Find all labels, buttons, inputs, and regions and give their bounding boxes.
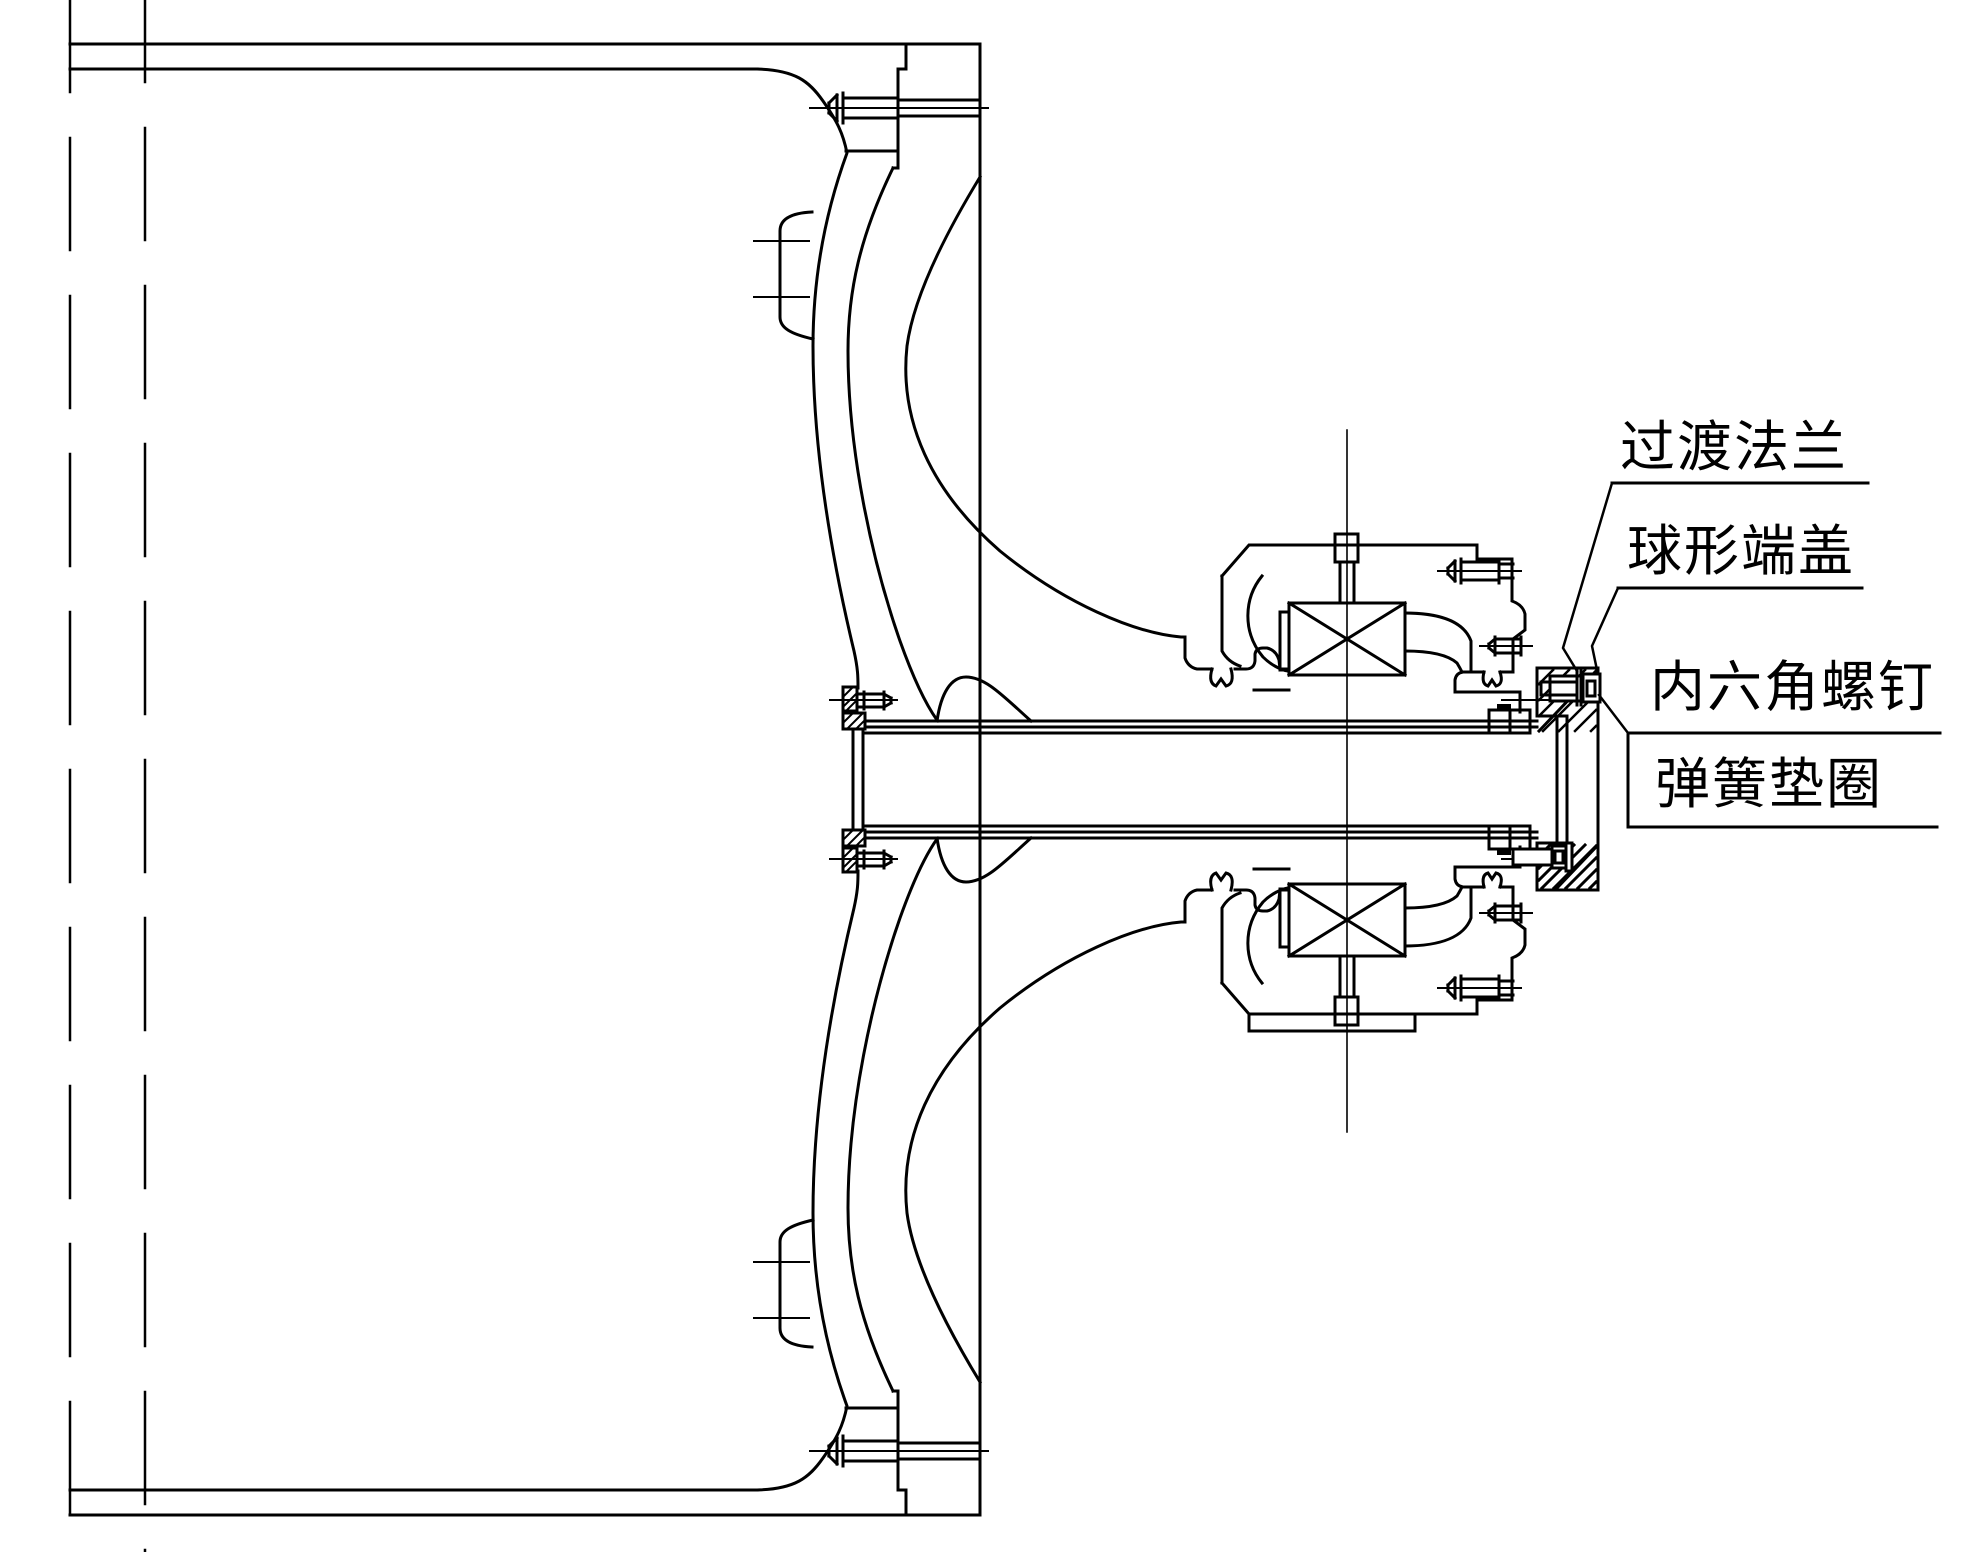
rim-boss-bottom bbox=[844, 1389, 908, 1517]
label-spring-washer: 弹簧垫圈 bbox=[1655, 754, 1883, 815]
spring-washer-top bbox=[1575, 669, 1583, 707]
bearing-upper-spacer bbox=[1278, 610, 1291, 672]
housing-upper-outline bbox=[1219, 543, 1527, 660]
label-transition-flange: 过渡法兰 bbox=[1620, 417, 1848, 478]
seal-tooth-right-upper bbox=[1481, 670, 1503, 688]
bearing-housing-lower bbox=[1219, 845, 1549, 1033]
tube-top-lines bbox=[863, 719, 1539, 735]
leader-hex-socket-screw bbox=[1597, 693, 1630, 735]
housing-small-screw-upper bbox=[1479, 635, 1533, 657]
housing-small-screw-lower bbox=[1479, 902, 1533, 924]
label-hex-socket-screw: 内六角螺钉 bbox=[1650, 657, 1935, 718]
leader-lines bbox=[1561, 481, 1630, 735]
bearing-lower-spacer bbox=[1278, 887, 1291, 949]
housing-lower-right-seal bbox=[1498, 885, 1515, 903]
label-spherical-end-cap: 球形端盖 bbox=[1627, 521, 1855, 582]
leader-transition-flange bbox=[1561, 481, 1614, 673]
hub-pad-hatch bbox=[841, 685, 867, 874]
cone-lower bbox=[904, 888, 1214, 1385]
drum-web-inner-upper bbox=[846, 165, 940, 723]
housing-lower-horn bbox=[1403, 884, 1473, 948]
tube-bottom-lines bbox=[863, 824, 1539, 840]
housing-lower-left bbox=[1220, 891, 1242, 985]
housing-upper-right-seal bbox=[1498, 656, 1515, 674]
spring-washer-bottom bbox=[1564, 841, 1574, 873]
seal-tooth-right-lower bbox=[1481, 871, 1503, 889]
hub-bolt-upper bbox=[829, 690, 898, 711]
seal-ring-lower bbox=[1497, 849, 1511, 855]
socket-screw-top bbox=[1539, 669, 1602, 707]
socket-screw-top-body bbox=[1539, 680, 1579, 697]
end-cap-outline bbox=[1535, 666, 1600, 892]
rim-boss-top bbox=[844, 42, 908, 170]
tube-boss-lower bbox=[935, 835, 1034, 884]
label-rules bbox=[1610, 481, 1942, 829]
spring-washer-box bbox=[1626, 731, 1939, 829]
drum-web-outer-upper bbox=[755, 67, 860, 690]
bell-cone bbox=[904, 174, 1291, 1385]
end-cap-diagonal-bottom bbox=[1554, 843, 1600, 891]
rim-screw-top-body bbox=[826, 91, 982, 125]
drum-web-outer-lower bbox=[755, 869, 860, 1492]
bearing-housing-upper bbox=[1219, 532, 1549, 714]
rim-screw-bottom-body bbox=[826, 1434, 982, 1468]
callouts: 过渡法兰 球形端盖 内六角螺钉 弹簧垫圈 bbox=[1561, 417, 1942, 829]
housing-bolt-lower-right bbox=[1437, 974, 1522, 1002]
drum-section bbox=[68, 42, 989, 1517]
tube-boss-upper bbox=[935, 675, 1034, 724]
centerlines bbox=[68, 0, 147, 1552]
housing-bolt-upper-right bbox=[1437, 557, 1522, 585]
axle-tube bbox=[863, 675, 1539, 884]
socket-screw-bottom bbox=[1511, 841, 1574, 873]
rim-screw-bottom bbox=[809, 1434, 989, 1468]
drum-web-inner-lower bbox=[846, 836, 940, 1394]
seal-ring-upper bbox=[1497, 704, 1511, 710]
socket-screw-bottom-body bbox=[1511, 847, 1554, 867]
seal-tooth-left-lower bbox=[1209, 871, 1234, 892]
housing-upper-left bbox=[1220, 574, 1242, 668]
hub-bore-walls bbox=[851, 727, 865, 832]
socket-screw-bottom-socket bbox=[1553, 849, 1565, 865]
end-cap-assembly bbox=[1511, 666, 1602, 892]
hub-bolt-lower bbox=[829, 849, 898, 870]
transition-flange-plate bbox=[1535, 714, 1569, 845]
seal-tooth-left-upper bbox=[1209, 667, 1234, 688]
web-boss-lower bbox=[778, 1218, 815, 1349]
housing-lower-outline bbox=[1219, 899, 1527, 1016]
rim-screw-top bbox=[809, 91, 989, 125]
socket-screw-top-socket bbox=[1585, 679, 1597, 698]
cone-upper bbox=[904, 174, 1214, 671]
leader-spherical-end-cap bbox=[1590, 586, 1620, 672]
web-boss-upper bbox=[778, 210, 815, 341]
housing-foot bbox=[1247, 1012, 1417, 1033]
housing-upper-horn bbox=[1403, 611, 1473, 675]
hub-flange bbox=[829, 685, 898, 874]
